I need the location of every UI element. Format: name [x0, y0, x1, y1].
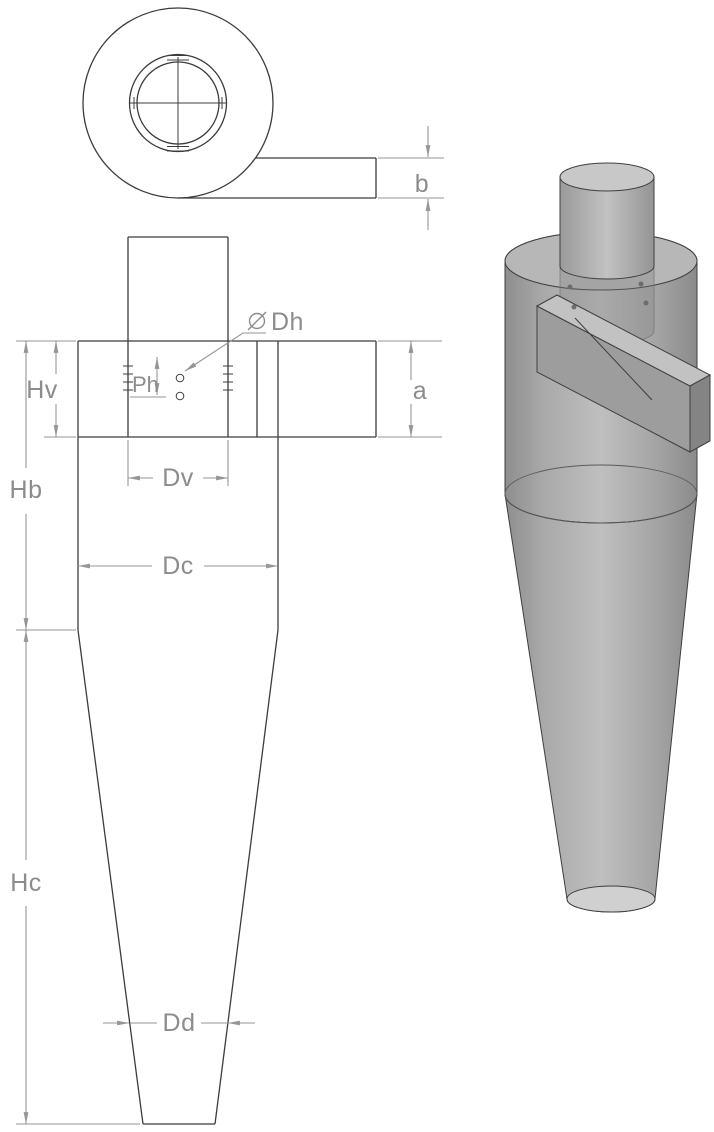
diameter-symbol-slash	[247, 311, 267, 331]
isometric-view	[504, 162, 712, 913]
model-inlet-duct-end	[689, 374, 711, 453]
model-junction-ellipse	[504, 464, 698, 524]
model-duct-body-seam	[574, 317, 653, 401]
dim-label-Dh: Dh	[271, 308, 304, 336]
dim-label-Dd: Dd	[163, 1009, 196, 1037]
bolt-hole	[175, 373, 185, 383]
model-outlet-pipe	[559, 176, 655, 280]
dim-b: b	[378, 126, 444, 230]
dim-Dv: Dv	[127, 440, 229, 492]
dim-label-b: b	[415, 170, 429, 198]
dimensions: b a Hv Hb Hc	[10, 126, 444, 1125]
leader-line	[184, 332, 266, 372]
dim-label-Dc: Dc	[162, 552, 194, 580]
dim-label-Hv: Hv	[26, 376, 58, 404]
dim-Ph: Ph	[130, 357, 166, 398]
cone-left-edge	[77, 629, 144, 1125]
dim-Hb: Hb	[10, 340, 76, 631]
dim-Dc: Dc	[78, 552, 278, 580]
dim-a: a	[378, 340, 442, 438]
top-view	[82, 7, 377, 199]
model-bolt-dot	[643, 300, 649, 306]
dim-Dd: Dd	[103, 1009, 255, 1037]
model-bolt-dot	[638, 281, 644, 287]
dim-label-Ph: Ph	[132, 372, 159, 397]
model-bolt-dot	[567, 284, 573, 290]
model-outlet-pipe-top	[559, 162, 655, 192]
model-bolt-dot	[571, 304, 577, 310]
dim-Hc: Hc	[10, 630, 140, 1125]
cone-right-edge	[214, 629, 279, 1125]
dim-label-Hc: Hc	[10, 869, 42, 897]
front-view	[77, 236, 377, 1125]
dim-Hv: Hv	[26, 341, 76, 438]
dim-label-Hb: Hb	[10, 476, 43, 504]
model-cone	[504, 493, 698, 913]
dim-label-Dv: Dv	[162, 464, 194, 492]
dim-label-a: a	[413, 377, 427, 405]
model-dust-outlet-opening	[566, 885, 656, 913]
dim-Dh: Dh	[184, 308, 304, 372]
bolt-hole	[175, 391, 185, 401]
diameter-symbol-icon	[248, 312, 266, 330]
